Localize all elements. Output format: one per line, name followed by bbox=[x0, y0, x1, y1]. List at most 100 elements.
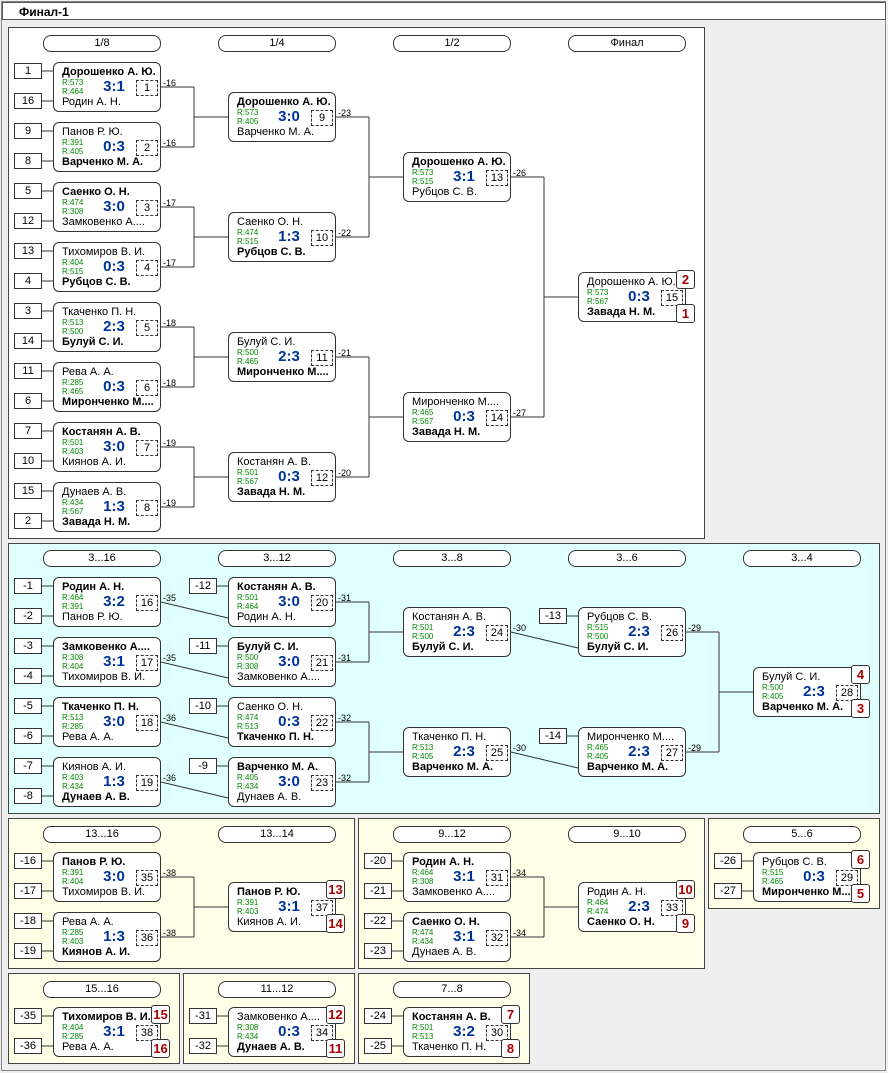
player1-rating: R:573 bbox=[587, 288, 609, 297]
seed-slot: -8 bbox=[14, 788, 42, 804]
player2-name: Дунаев А. В. bbox=[237, 791, 302, 803]
caption-6: 3...12 bbox=[218, 550, 336, 567]
player2-rating: R:567 bbox=[412, 417, 434, 426]
loser-label: -19 bbox=[163, 438, 177, 448]
player1-name: Саенко О. Н. bbox=[62, 186, 130, 198]
player2-name: Завада Н. М. bbox=[62, 516, 131, 528]
player2-name: Ткаченко П. Н. bbox=[412, 1041, 487, 1053]
seed-slot: 10 bbox=[14, 453, 42, 469]
seed-slot: 8 bbox=[14, 153, 42, 169]
loser-label: -22 bbox=[338, 228, 352, 238]
match-number: 24 bbox=[486, 625, 508, 641]
player2-name: Миронченко М.... bbox=[762, 886, 854, 898]
match-number: 27 bbox=[661, 745, 683, 761]
player1-name: Ткаченко П. Н. bbox=[62, 306, 137, 318]
seed-slot: -26 bbox=[714, 853, 742, 869]
player2-rating: R:513 bbox=[237, 722, 259, 731]
seed-slot: -10 bbox=[189, 698, 217, 714]
player1-name: Булуй С. И. bbox=[237, 641, 299, 653]
loser-label: -31 bbox=[338, 653, 352, 663]
match-score: 2:3 bbox=[803, 683, 825, 700]
seed-slot: 15 bbox=[14, 483, 42, 499]
place-badge: 9 bbox=[676, 914, 695, 933]
player1-rating: R:500 bbox=[237, 653, 259, 662]
match-number: 38 bbox=[136, 1025, 158, 1041]
match-score: 1:3 bbox=[103, 498, 125, 515]
loser-label: -21 bbox=[338, 348, 352, 358]
match-score: 0:3 bbox=[628, 288, 650, 305]
player2-rating: R:515 bbox=[412, 177, 434, 186]
player2-rating: R:500 bbox=[412, 632, 434, 641]
player2-name: Киянов А. И. bbox=[62, 456, 127, 468]
player2-name: Дунаев А. В. bbox=[237, 1041, 305, 1053]
match-score: 3:0 bbox=[103, 438, 125, 455]
player2-rating: R:285 bbox=[62, 1032, 84, 1041]
player1-name: Замковенко А.... bbox=[62, 641, 150, 653]
player2-name: Дунаев А. В. bbox=[62, 791, 130, 803]
match-number: 14 bbox=[486, 410, 508, 426]
match-number: 35 bbox=[136, 870, 158, 886]
match-number: 2 bbox=[136, 140, 158, 156]
loser-label: -26 bbox=[513, 168, 527, 178]
player2-rating: R:405 bbox=[62, 147, 84, 156]
loser-label: -32 bbox=[338, 713, 352, 723]
match-number: 15 bbox=[661, 290, 683, 306]
match-score: 3:0 bbox=[103, 868, 125, 885]
match-score: 3:0 bbox=[278, 108, 300, 125]
player1-rating: R:434 bbox=[62, 498, 84, 507]
player2-rating: R:285 bbox=[62, 722, 84, 731]
player1-rating: R:513 bbox=[412, 743, 434, 752]
seed-slot: -35 bbox=[14, 1008, 42, 1024]
match-score: 3:1 bbox=[278, 898, 300, 915]
player1-name: Киянов А. И. bbox=[62, 761, 127, 773]
match-score: 2:3 bbox=[628, 898, 650, 915]
player1-name: Костанян А. В. bbox=[412, 1011, 491, 1023]
player2-rating: R:465 bbox=[62, 387, 84, 396]
player1-name: Дорошенко А. Ю. bbox=[412, 156, 506, 168]
match-number: 37 bbox=[311, 900, 333, 916]
player2-name: Рева А. А. bbox=[62, 731, 114, 743]
player2-rating: R:404 bbox=[62, 877, 84, 886]
match-number: 30 bbox=[486, 1025, 508, 1041]
match-number: 3 bbox=[136, 200, 158, 216]
loser-label: -20 bbox=[338, 468, 352, 478]
